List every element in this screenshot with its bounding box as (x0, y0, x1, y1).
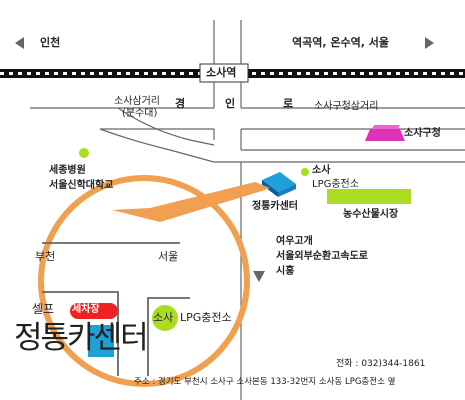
junction-top-sublabel: (분수대) (122, 108, 158, 119)
arrow-left-icon (15, 37, 24, 49)
sign-badge: 세차장 (72, 304, 100, 315)
road-name-char-3: 로 (283, 97, 294, 110)
lpg-label-line1: 소사 (312, 165, 331, 176)
office-marker (365, 129, 405, 141)
highlight-pointer (112, 182, 270, 222)
zoom-left-direction: 부천 (35, 250, 56, 263)
road-name-char-2: 인 (225, 97, 236, 110)
sign-badge-bg (70, 303, 118, 319)
zoom-lpg-text: LPG충전소 (180, 311, 232, 324)
lpg-marker (301, 168, 309, 176)
road-name-char-1: 경 (175, 97, 186, 110)
zoom-lpg-badge: 소사 (153, 311, 174, 324)
hospital-label-line1: 세종병원 (49, 165, 86, 176)
contact-address: 주소 : 경기도 부천시 소사구 소사본동 133-32번지 소사동 LPG충전… (134, 377, 396, 387)
hospital-marker (79, 148, 89, 158)
arrow-right-icon (425, 37, 434, 49)
south-label-line2: 서울외부순환고속도로 (276, 251, 368, 262)
hospital-label-line2: 서울신학대학교 (49, 180, 114, 191)
office-label: 소사구청 (404, 128, 441, 139)
zoom-lpg-badge-bg (152, 305, 178, 331)
contact-phone: 전화 : 032)344-1861 (336, 359, 426, 369)
office-marker-top (372, 125, 400, 129)
lpg-label-line2: LPG충전소 (312, 179, 359, 190)
zoom-right-direction: 서울 (158, 250, 179, 263)
station-box (199, 63, 249, 83)
sign-main-highlight (88, 325, 114, 357)
junction-right-label: 소사구청삼거리 (314, 101, 379, 112)
station-label: 소사역 (206, 66, 237, 79)
junction-top-label: 소사삼거리 (114, 96, 160, 107)
horizontal-road (30, 107, 465, 130)
market-label: 농수산물시장 (343, 209, 399, 220)
sign-prefix: 셀프 (32, 302, 55, 316)
target-label: 정통카센터 (252, 201, 298, 212)
lower-road (214, 149, 465, 163)
south-label-line1: 여우고개 (276, 236, 313, 247)
direction-right-label: 역곡역, 온수역, 서울 (292, 36, 389, 49)
zoom-roads (42, 242, 190, 376)
vertical-road (213, 20, 242, 400)
south-label-line3: 시흥 (276, 266, 295, 277)
sign-main: 정통카센터 (14, 320, 149, 356)
diagonal-road (99, 107, 215, 163)
highlight-circle (38, 175, 250, 387)
target-building-icon (262, 172, 296, 197)
direction-left-label: 인천 (40, 36, 61, 49)
arrow-down-icon (253, 271, 265, 282)
market-marker (327, 189, 411, 204)
